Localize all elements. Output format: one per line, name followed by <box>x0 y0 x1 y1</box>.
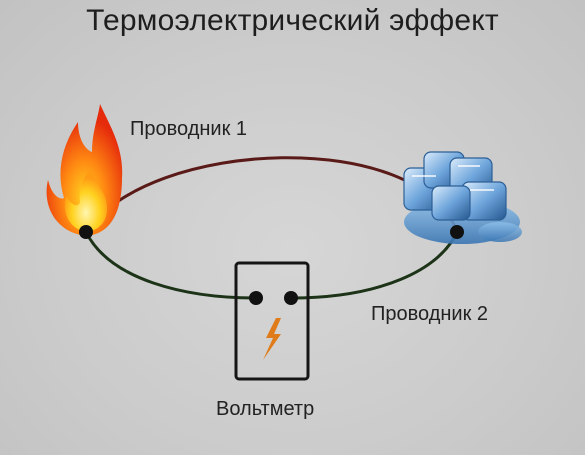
voltmeter-terminal-right <box>284 291 298 305</box>
conductor-1-wire <box>84 156 459 233</box>
conductor-2-wire-right <box>290 231 459 300</box>
lightning-icon <box>263 318 281 360</box>
voltmeter-terminal-left <box>249 291 263 305</box>
voltmeter-box <box>234 261 310 381</box>
hot-junction-dot <box>79 225 93 239</box>
page-title: Термоэлектрический эффект <box>86 4 499 37</box>
conductor-2-wire-left <box>84 231 257 300</box>
flame-icon <box>46 104 123 236</box>
voltmeter-label: Вольтметр <box>216 398 315 420</box>
conductor-1-label: Проводник 1 <box>130 118 248 140</box>
ice-cubes-icon <box>403 151 522 244</box>
cold-junction-dot <box>450 225 464 239</box>
conductor-2-label: Проводник 2 <box>371 303 489 325</box>
